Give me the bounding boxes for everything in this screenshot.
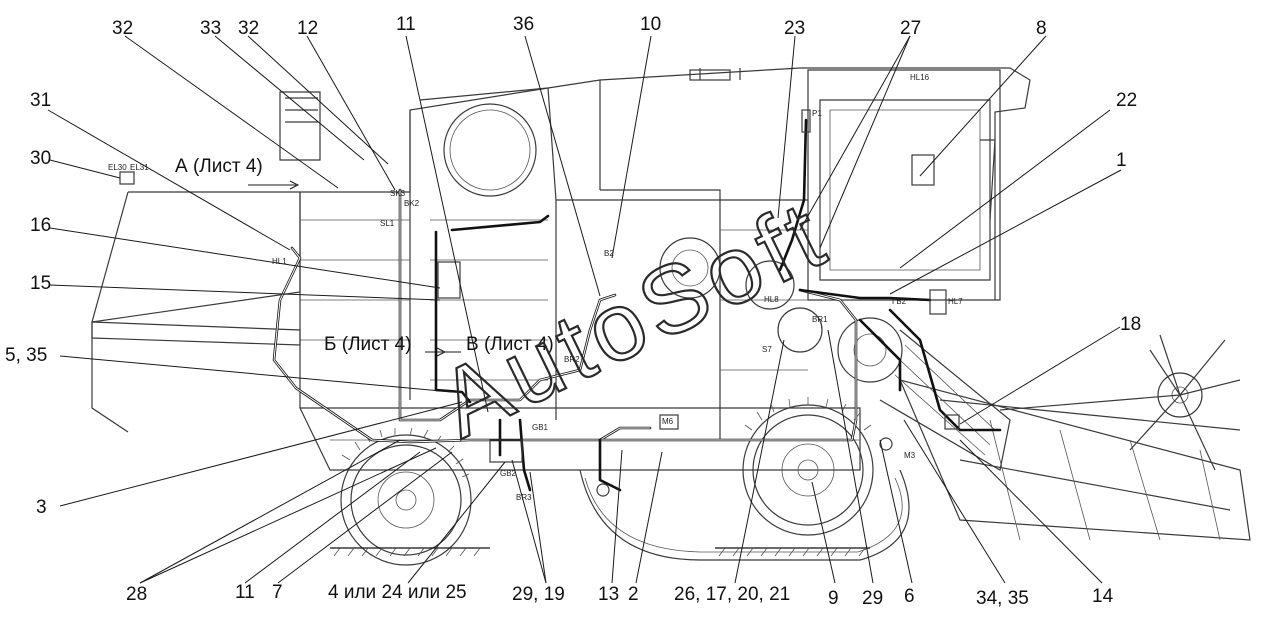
callout-23: 23 [784,18,805,39]
callout-32-left: 32 [112,18,133,39]
motor-m6 [659,414,679,430]
callout-9: 9 [828,588,839,609]
work-lamp [119,171,135,185]
callout-30: 30 [30,148,51,169]
sensor-m3 [879,437,893,451]
lamp-hl7 [929,289,947,315]
callouts-left: 31 30 16 15 5, 35 3 [5,90,51,518]
rear-wheel [340,427,472,566]
callout-36: 36 [513,14,534,35]
leader-lines [47,35,1122,584]
callout-11-top: 11 [396,14,416,35]
callout-29-bottom: 29 [862,588,883,609]
callout-33: 33 [200,18,221,39]
code-br1: BR1 [812,315,828,324]
callouts-top: 32 33 32 12 11 36 10 23 27 8 22 1 [112,14,1137,171]
callout-4-24-25: 4 или 24 или 25 [328,582,467,603]
callout-22: 22 [1116,90,1137,111]
callout-16: 16 [30,215,51,236]
code-b2: B2 [604,249,614,258]
component-codes: EL30 EL31 HL1 SK3 BK2 SL1 HL16 P1 HL8 HL… [108,73,963,502]
callout-26-17-20-21: 26, 17, 20, 21 [674,584,790,605]
code-p1: P1 [812,109,822,118]
mirror-lamp [911,154,935,186]
callout-27: 27 [900,18,921,39]
code-gb2: GB2 [500,469,517,478]
wiring-harness [272,118,1002,492]
code-sk3: SK3 [390,189,406,198]
callout-2: 2 [628,584,639,605]
code-gb2-top: ГБ2 [892,297,907,306]
callout-8: 8 [1036,18,1047,39]
connector-18 [944,414,960,430]
view-label-b: Б (Лист 4) [324,334,412,355]
sensor-p1 [801,109,811,133]
callout-6: 6 [904,586,915,607]
view-label-v: В (Лист 4) [466,334,554,355]
callout-14: 14 [1092,586,1114,607]
relay-block [437,261,461,299]
code-el31: EL31 [130,163,149,172]
callout-18: 18 [1120,314,1141,335]
callout-7: 7 [272,582,283,603]
callout-13: 13 [598,584,619,605]
code-gb1: GB1 [532,423,549,432]
code-sl1: SL1 [380,219,395,228]
code-m3: M3 [904,451,916,460]
callouts-right: 18 [1120,314,1141,335]
code-br3: BR3 [516,493,532,502]
view-labels: А (Лист 4) Б (Лист 4) В (Лист 4) [175,156,554,355]
front-wheel [742,397,874,536]
callout-31: 31 [30,90,51,111]
callout-29-19: 29, 19 [512,584,565,605]
code-hl16: HL16 [910,73,930,82]
callout-32-right: 32 [238,18,259,39]
callout-10: 10 [640,14,661,35]
code-s7: S7 [762,345,772,354]
callout-15: 15 [30,273,51,294]
view-label-a: А (Лист 4) [175,156,263,177]
code-m6: M6 [662,417,674,426]
callout-34-35: 34, 35 [976,588,1029,609]
callout-5-35: 5, 35 [5,345,47,366]
code-hl7: HL7 [948,297,963,306]
code-hl8: HL8 [764,295,779,304]
battery-block [489,439,523,463]
callout-12: 12 [297,18,318,39]
code-el30: EL30 [108,163,127,172]
sensor-13 [596,483,610,497]
callout-3: 3 [36,497,47,518]
ground-marks [330,547,870,557]
code-br2: BR2 [564,355,580,364]
code-hl1: HL1 [272,257,287,266]
callouts-bottom: 28 11 7 4 или 24 или 25 29, 19 13 2 26, … [126,582,1114,609]
callout-28: 28 [126,584,147,605]
callout-11-bottom: 11 [235,582,255,603]
callout-1: 1 [1116,150,1127,171]
code-bk2: BK2 [404,199,420,208]
